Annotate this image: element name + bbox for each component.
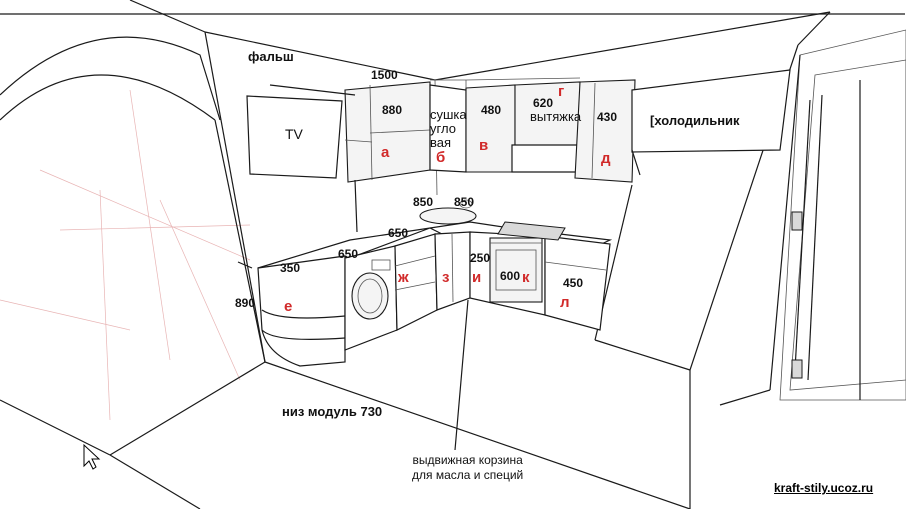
marker-a: а <box>381 144 390 161</box>
dim-350: 350 <box>280 261 301 275</box>
bottom-module-label: низ модуль 730 <box>282 404 383 419</box>
cooktop <box>497 221 566 241</box>
falsh-label: фальш <box>248 49 294 64</box>
construction-lines <box>0 89 251 421</box>
leader-lines <box>237 84 469 451</box>
right-base-module <box>544 235 611 331</box>
basket-note-line-1: выдвижная корзина <box>412 453 523 467</box>
basket-note-line-2: для масла и специй <box>412 468 524 482</box>
sushka-label-3: вая <box>430 135 452 150</box>
marker-zh: ж <box>398 269 409 286</box>
arch-doorway <box>0 36 266 363</box>
dim-650-right: 650 <box>388 226 409 240</box>
marker-i: и <box>472 269 482 286</box>
dim-250: 250 <box>470 251 491 265</box>
dim-650-left: 650 <box>338 247 359 261</box>
marker-e: е <box>284 298 293 315</box>
marker-l: л <box>560 294 570 311</box>
fridge-label: [холодильник <box>650 113 740 128</box>
sink <box>419 207 477 225</box>
dim-850-right: 850 <box>454 195 475 209</box>
oven-module <box>469 231 546 316</box>
dim-430: 430 <box>597 110 618 124</box>
tv-label: TV <box>285 126 303 142</box>
upper-cabinets <box>344 77 636 183</box>
site-watermark: kraft-stily.ucoz.ru <box>772 481 876 495</box>
dim-850-left: 850 <box>413 195 434 209</box>
dim-480: 480 <box>481 103 502 117</box>
tv-screen <box>246 95 343 179</box>
drawer-modules <box>394 231 471 331</box>
dim-880: 880 <box>382 103 403 117</box>
marker-d: д <box>601 150 611 167</box>
marker-g: г <box>558 83 565 100</box>
dim-600: 600 <box>500 269 521 283</box>
sushka-label-2: угло <box>430 121 456 136</box>
basket-note: выдвижная корзина для масла и специй <box>412 453 523 483</box>
dim-620: 620 <box>533 96 554 110</box>
marker-k: к <box>522 269 530 286</box>
marker-b: б <box>436 149 446 166</box>
dim-1500: 1500 <box>371 68 398 82</box>
marker-z: з <box>442 269 450 286</box>
dim-890: 890 <box>235 296 256 310</box>
dim-450: 450 <box>563 276 584 290</box>
window-frame <box>719 29 906 406</box>
marker-v: в <box>479 137 489 154</box>
corner-shelf <box>257 255 346 367</box>
sushka-label-1: сушка <box>430 107 467 122</box>
washer-module <box>344 245 398 351</box>
vytyazhka-label: вытяжка <box>530 109 582 124</box>
mouse-pointer-icon <box>83 443 101 470</box>
